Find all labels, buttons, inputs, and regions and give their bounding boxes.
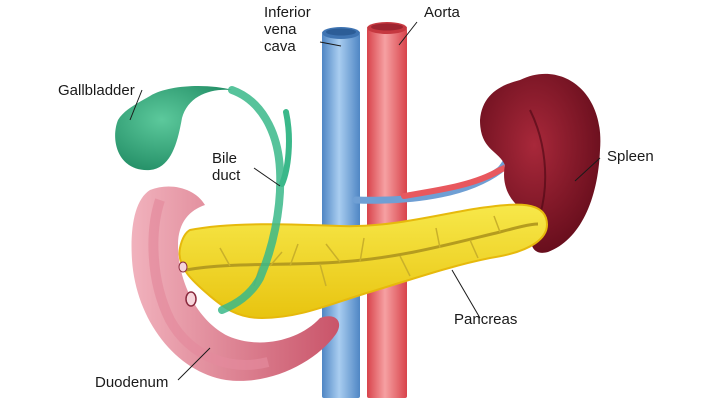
spleen-label: Spleen [607,148,654,165]
duodenum-label: Duodenum [95,374,169,391]
leader-lines [129,21,601,381]
aorta [367,22,407,398]
spleen [480,73,601,253]
bile-duct [218,86,292,314]
inferior-vena-cava [322,27,360,398]
aorta-label: Aorta [424,4,460,21]
duodenum [131,186,340,381]
gallbladder-label: Gallbladder [58,82,135,99]
gallbladder [115,86,232,171]
pancreas-label: Pancreas [454,311,518,328]
pancreatic-duct [185,222,539,272]
ivc-label: Inferior vena cava [264,4,311,55]
bile-duct-label: Bile duct [212,150,241,184]
